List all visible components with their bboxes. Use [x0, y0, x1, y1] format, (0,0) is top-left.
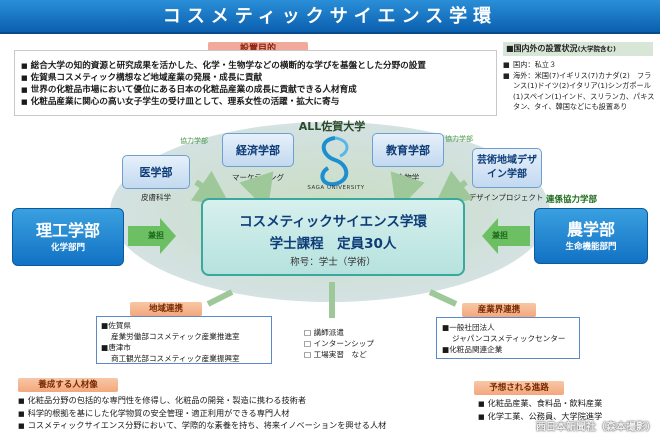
riko-name: 理工学部: [35, 221, 100, 240]
dept-igaku-sub: 皮膚科学: [141, 193, 171, 202]
regional-label: 地域連携: [130, 302, 202, 316]
page-title: コスメティックサイエンス学環: [162, 6, 498, 27]
talent-item: コスメティックサイエンス分野において、学際的な素養を持ち、将来イノベーションを興…: [18, 420, 458, 433]
talent-list: 化粧品分野の包括的な専門性を修得し、化粧品の開発・製造に携わる技術者 科学的根拠…: [18, 395, 458, 433]
coop-label: 協力学部: [180, 137, 208, 145]
overseas-body: ■国内：私立３ ■海外：米国(7)イギリス(7)カナダ(2) フランス(1)ドイ…: [503, 60, 655, 113]
talent-item: 科学的根拠を基にした化学物質の安全管理・適正利用ができる専門人材: [18, 408, 458, 421]
talent-label: 養成する人材像: [18, 378, 118, 392]
industry-label: 産業界連携: [462, 303, 536, 317]
industry-item: ■化粧品関連企業: [442, 345, 503, 354]
dept-riko: 理工学部 化学部門: [12, 208, 124, 266]
kenkan-left: 兼担: [148, 231, 164, 240]
all-saga-label: ALL佐賀大学: [298, 120, 366, 133]
kenkan-right: 兼担: [492, 231, 508, 240]
nogaku-sub: 生命機能部門: [565, 242, 617, 252]
overseas-abroad: 海外：米国(7)イギリス(7)カナダ(2) フランス(1)ドイツ(2)イタリア(…: [513, 70, 655, 112]
activity-item: □ インターンシップ: [304, 339, 374, 348]
career-label: 予想される進路: [474, 381, 564, 395]
career-item: 化学工業、公務員、大学院進学: [478, 411, 658, 424]
center-line2: 学士課程 定員30人: [269, 236, 397, 252]
purpose-item: 総合大学の知的資源と研究成果を活かした、化学・生物学などの横断的な学びを基盤とし…: [21, 60, 496, 72]
dept-keizai: 経済学部: [222, 133, 294, 167]
saga-university-logo-icon: [320, 136, 349, 187]
logo-text: SAGA UNIVERSITY: [307, 185, 365, 191]
bullet-icon: ■: [503, 60, 510, 69]
dept-geijutsu-sub: デザインプロジェクト: [468, 193, 544, 202]
regional-item: ■唐津市: [101, 343, 131, 352]
career-list: 化粧品産業、食料品・飲料産業 化学工業、公務員、大学院進学: [478, 398, 658, 423]
dept-kyoiku: 教育学部: [372, 133, 444, 167]
activities-list: □ 講師派遣 □ インターンシップ □ 工場実習 など: [304, 327, 374, 360]
regional-item: 商工観光部コスメティック産業振興室: [111, 354, 240, 363]
purpose-list: 総合大学の知的資源と研究成果を活かした、化学・生物学などの横断的な学びを基盤とし…: [15, 51, 496, 108]
overseas-title: ■国内外の設置状況(大学院含む): [503, 42, 653, 56]
overseas-title-note: (大学院含む): [577, 45, 617, 53]
activity-item: □ 講師派遣: [304, 328, 344, 337]
activity-item: □ 工場実習 など: [304, 350, 367, 359]
dept-igaku: 医学部: [122, 155, 190, 189]
industry-item: ジャパンコスメティックセンター: [452, 334, 566, 343]
coop-label: 協力学部: [445, 135, 473, 143]
dept-nogaku: 農学部 生命機能部門: [534, 208, 648, 264]
purpose-item: 化粧品産業に関心の高い女子学生の受け皿として、理系女性の活躍・拡大に寄与: [21, 96, 496, 108]
center-line3: 称号：学士（学術）: [290, 257, 376, 268]
purpose-box: 総合大学の知的資源と研究成果を活かした、化学・生物学などの横断的な学びを基盤とし…: [14, 50, 497, 116]
watermark: 西日本新聞社（森本撮影）: [536, 422, 656, 433]
purpose-item: 佐賀県コスメティック構想など地域産業の発展・成長に貢献: [21, 72, 496, 84]
talent-item: 化粧品分野の包括的な専門性を修得し、化粧品の開発・製造に携わる技術者: [18, 395, 458, 408]
center-line1: コスメティックサイエンス学環: [239, 214, 427, 230]
overseas-title-text: ■国内外の設置状況: [506, 44, 578, 53]
nogaku-name: 農学部: [566, 220, 615, 239]
regional-item: 産業労働部コスメティック産業推進室: [111, 332, 240, 341]
career-item: 化粧品産業、食料品・飲料産業: [478, 398, 658, 411]
riko-sub: 化学部門: [50, 243, 85, 253]
purpose-item: 世界の化粧品市場において優位にある日本の化粧品産業の成長に貢献できる人材育成: [21, 84, 496, 96]
renkei-label: 連係協力学部: [546, 195, 598, 205]
title-bar: [0, 0, 660, 34]
center-program-box: コスメティックサイエンス学環 学士課程 定員30人 称号：学士（学術）: [201, 198, 465, 276]
overseas-domestic: 国内：私立３: [513, 60, 557, 69]
industry-item: ■一般社団法人: [442, 323, 495, 332]
regional-box: ■佐賀県 産業労働部コスメティック産業推進室 ■唐津市 商工観光部コスメティック…: [96, 316, 272, 364]
bullet-icon: ■: [503, 70, 510, 80]
dept-geijutsu: 芸術地域デザイン学部: [472, 148, 542, 188]
industry-box: ■一般社団法人 ジャパンコスメティックセンター ■化粧品関連企業: [436, 317, 580, 359]
regional-item: ■佐賀県: [101, 321, 131, 330]
